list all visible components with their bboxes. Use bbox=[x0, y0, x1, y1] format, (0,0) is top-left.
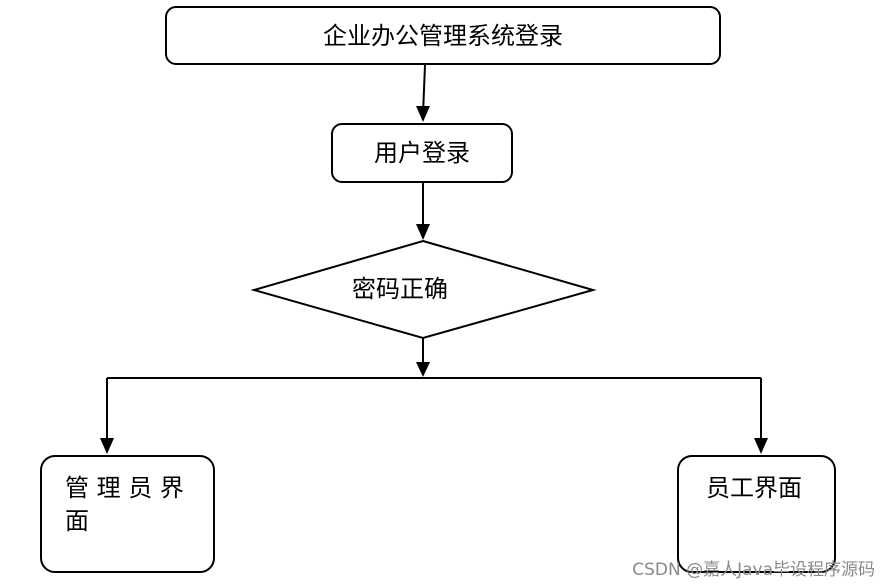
staff-interface-label: 员工界面 bbox=[706, 474, 802, 502]
system-login-box bbox=[165, 6, 721, 65]
password-check-label: 密码正确 bbox=[352, 275, 448, 303]
arrowhead-admin bbox=[100, 438, 114, 454]
csdn-watermark: CSDN @嘉人Java毕设程序源码 bbox=[632, 560, 875, 580]
user-login-label: 用户登录 bbox=[374, 139, 470, 167]
arrowhead-branch bbox=[416, 362, 430, 377]
system-login-label: 企业办公管理系统登录 bbox=[323, 22, 563, 50]
arrow-system-to-user-login bbox=[422, 64, 426, 115]
admin-interface-box bbox=[40, 455, 215, 573]
arrowhead-staff bbox=[754, 438, 768, 454]
arrowhead-password-check bbox=[416, 224, 430, 240]
staff-interface-box bbox=[677, 455, 836, 573]
user-login-box bbox=[331, 123, 513, 183]
admin-interface-label-line2: 面 bbox=[65, 507, 89, 535]
admin-interface-label-line1: 管 理 员 界 bbox=[65, 474, 184, 502]
arrowhead-user-login bbox=[416, 106, 430, 122]
